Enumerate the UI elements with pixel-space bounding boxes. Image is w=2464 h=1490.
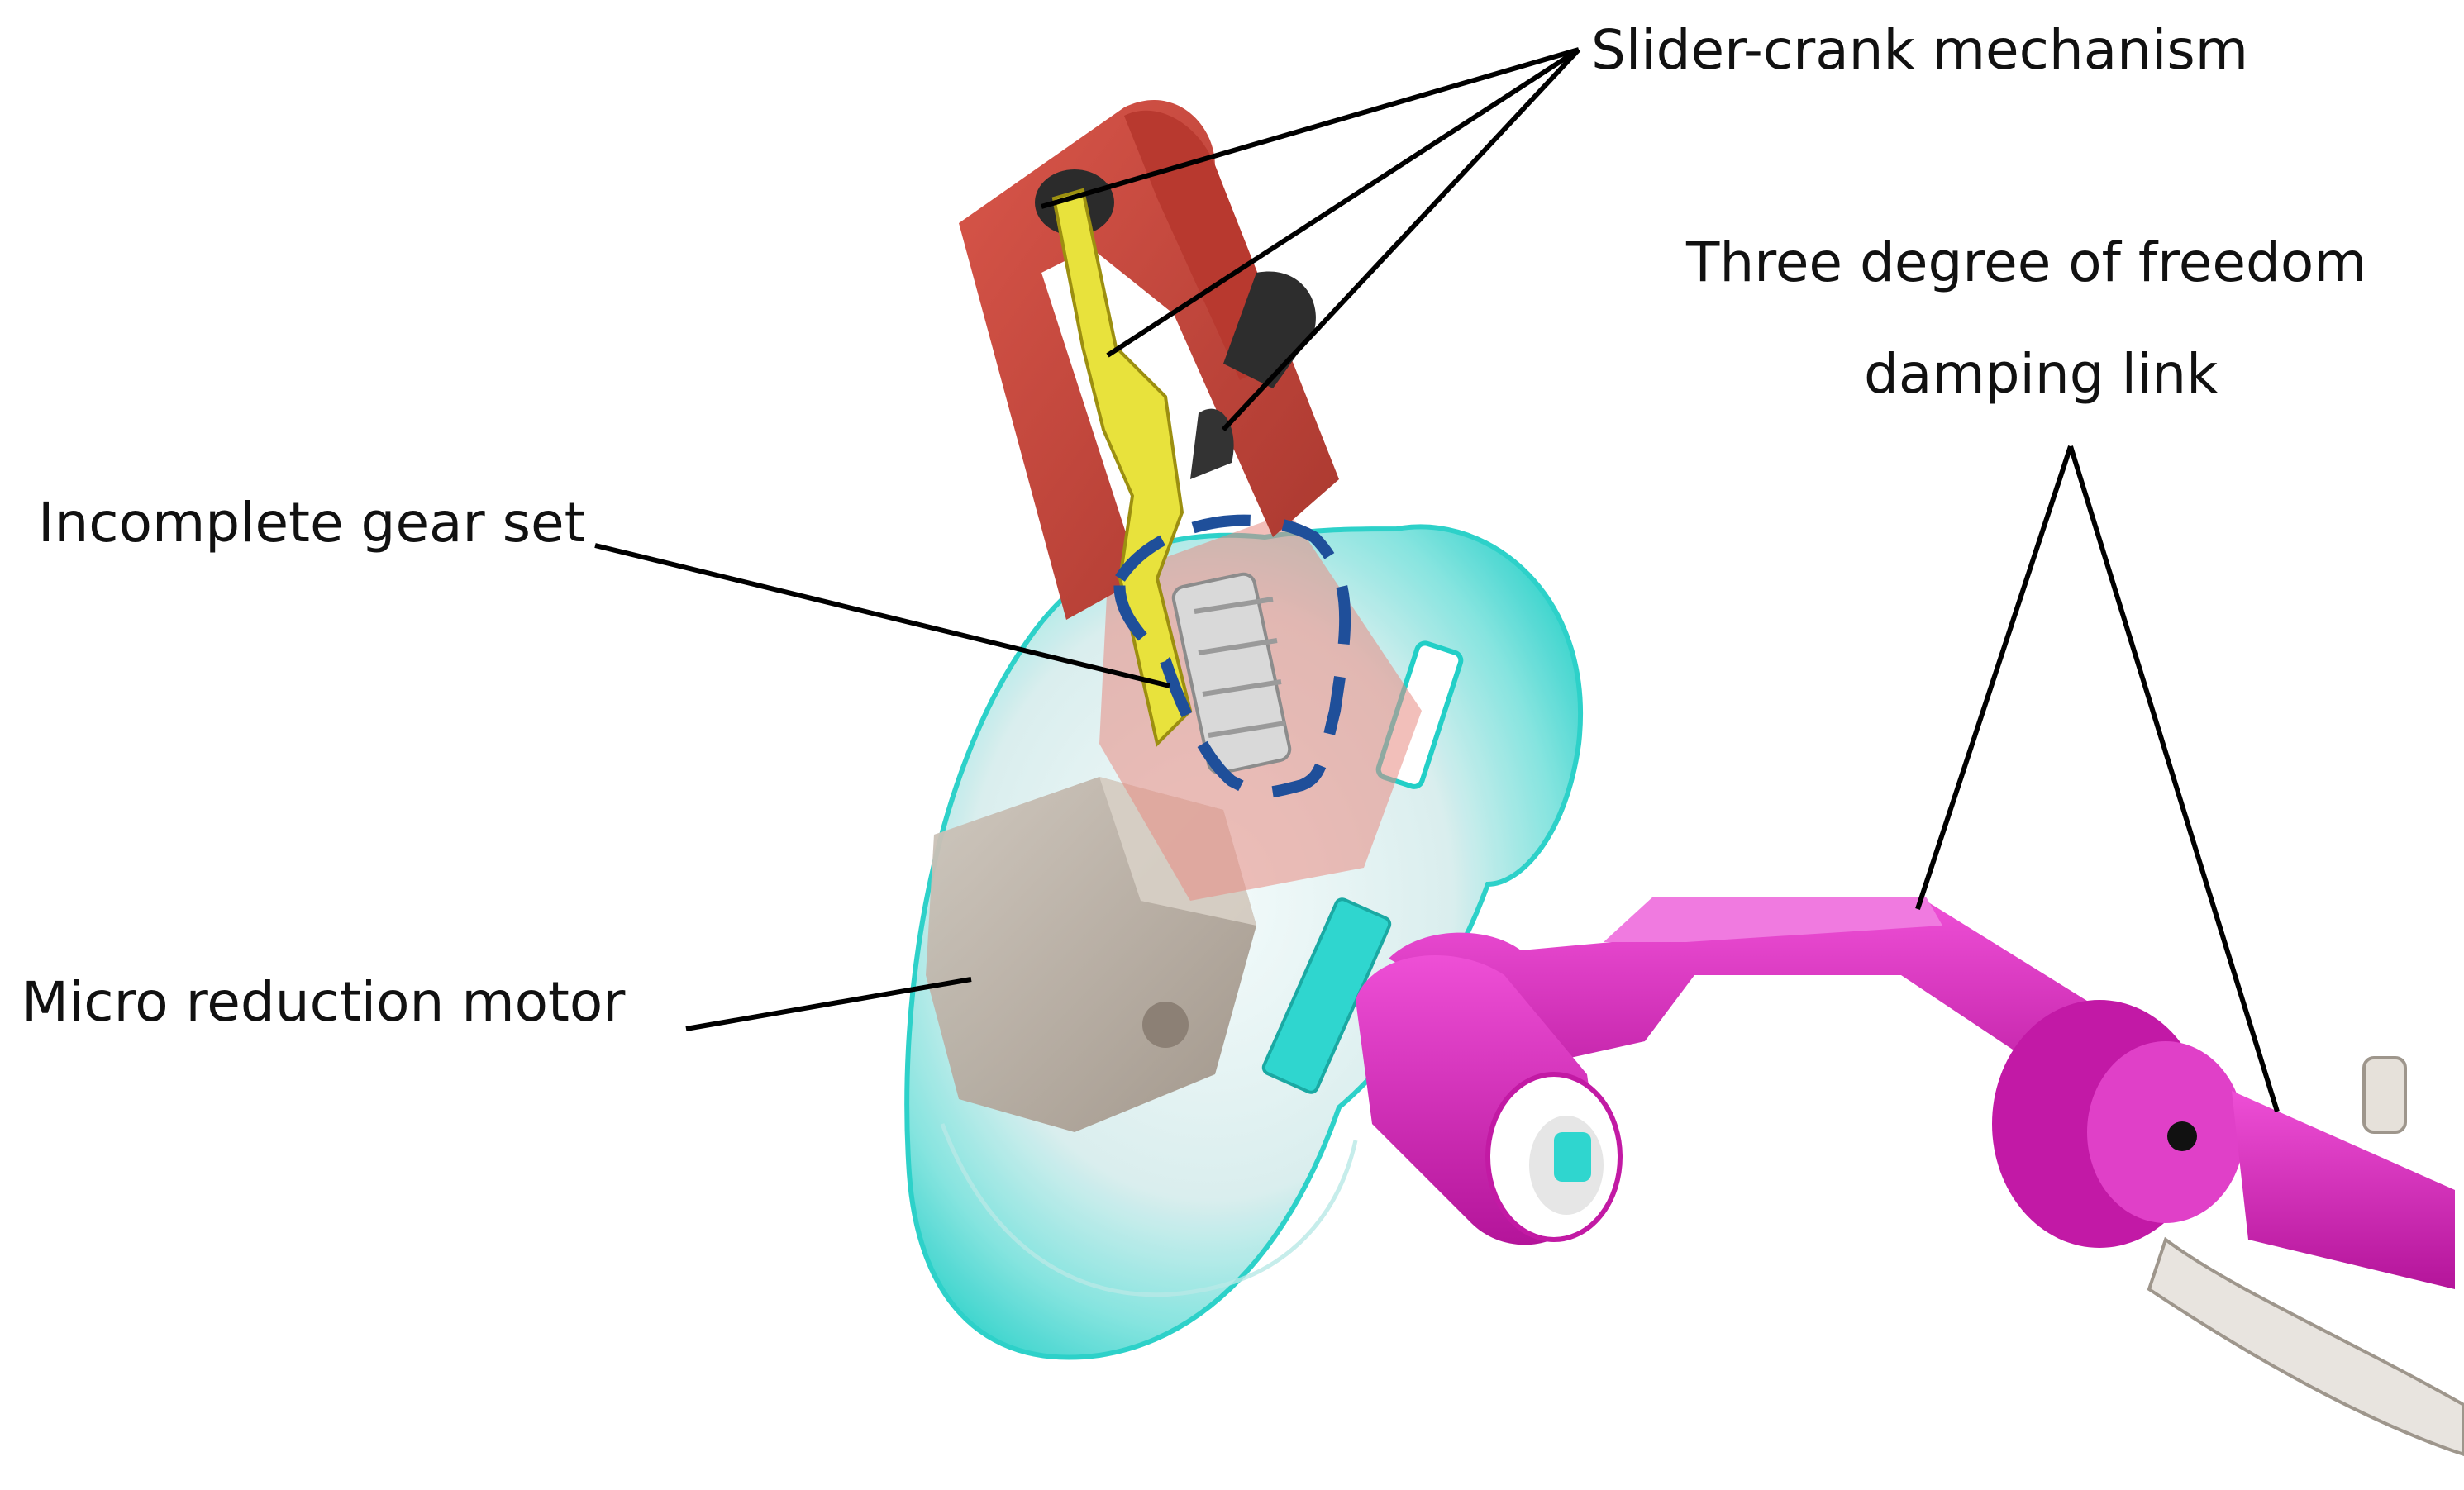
label-slider-crank-mechanism: Slider-crank mechanism bbox=[1591, 18, 2248, 82]
label-micro-reduction-motor: Micro reduction motor bbox=[21, 970, 626, 1034]
leader-damping-link-2 bbox=[2068, 445, 2280, 1112]
leader-slider-crank-1 bbox=[1041, 47, 1580, 209]
leader-incomplete-gear bbox=[594, 543, 1170, 688]
leader-lines bbox=[594, 47, 2280, 1112]
leader-slider-crank-2 bbox=[1106, 47, 1580, 358]
gear-highlight-outline bbox=[1113, 514, 1351, 799]
crank-frame bbox=[959, 99, 1339, 620]
label-damping-link-line2: damping link bbox=[1864, 342, 2219, 406]
leader-damping-link-1 bbox=[1915, 445, 2073, 910]
label-incomplete-gear-set: Incomplete gear set bbox=[38, 491, 586, 555]
cyan-connector-block bbox=[1261, 897, 1392, 1094]
label-damping-link-line1: Three degree of freedom bbox=[1686, 231, 2367, 294]
incomplete-gear-teeth bbox=[1171, 572, 1292, 775]
leader-micro-motor bbox=[685, 977, 972, 1031]
damping-link bbox=[1356, 897, 2464, 1457]
leader-slider-crank-3 bbox=[1221, 47, 1581, 432]
